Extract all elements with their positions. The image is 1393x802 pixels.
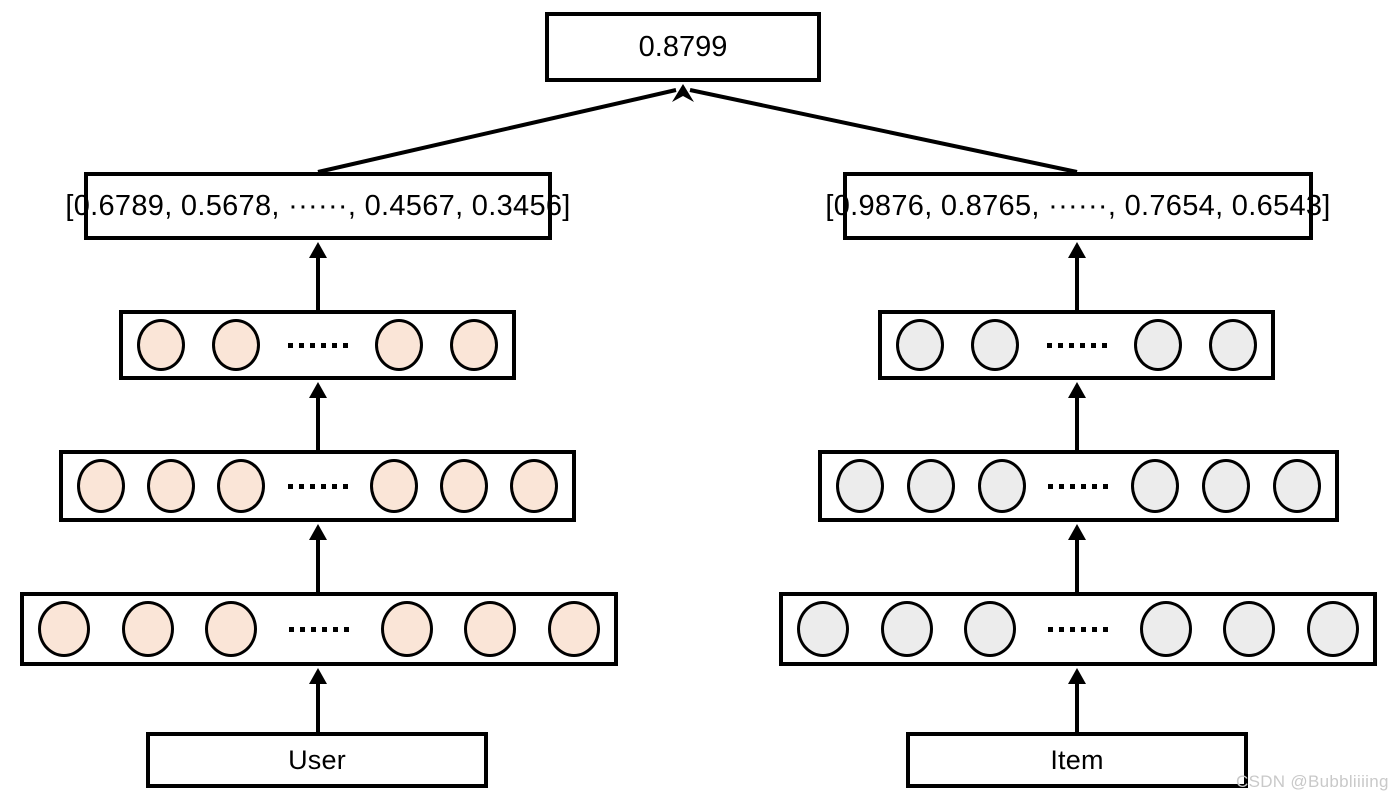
user-input-box: User bbox=[146, 732, 488, 788]
user-node bbox=[450, 319, 498, 371]
user-arrow-2-head bbox=[309, 382, 327, 398]
user-embedding-vector: [0.6789, 0.5678, ······, 0.4567, 0.3456] bbox=[65, 189, 571, 222]
item-input-box: Item bbox=[906, 732, 1248, 788]
item-node bbox=[880, 601, 933, 657]
user-node bbox=[464, 601, 517, 657]
user-node bbox=[439, 459, 488, 513]
item-layer-3 bbox=[878, 310, 1275, 380]
user-arrow-3-head bbox=[309, 242, 327, 258]
user-layer-2 bbox=[59, 450, 576, 522]
user-node bbox=[380, 601, 433, 657]
user-node bbox=[137, 319, 185, 371]
score-value: 0.8799 bbox=[638, 30, 728, 63]
user-layer-1 bbox=[20, 592, 618, 666]
item-node bbox=[1307, 601, 1360, 657]
item-node bbox=[977, 459, 1026, 513]
user-embedding-box: [0.6789, 0.5678, ······, 0.4567, 0.3456] bbox=[65, 172, 570, 240]
user-node bbox=[548, 601, 601, 657]
score-box: 0.8799 bbox=[545, 12, 821, 82]
user-node bbox=[121, 601, 174, 657]
user-node bbox=[212, 319, 261, 371]
item-arrow-2-head bbox=[1068, 382, 1086, 398]
item-node bbox=[964, 601, 1017, 657]
item-layer-3-ellipsis bbox=[1046, 342, 1107, 348]
user-layer-3 bbox=[119, 310, 516, 380]
item-arrow-1 bbox=[1075, 538, 1079, 594]
user-arrow-1 bbox=[316, 538, 320, 594]
item-input-label: Item bbox=[1050, 744, 1104, 775]
item-node bbox=[1209, 319, 1257, 371]
item-node bbox=[836, 459, 884, 513]
item-layer-2 bbox=[818, 450, 1339, 522]
item-node bbox=[906, 459, 955, 513]
item-node bbox=[971, 319, 1020, 371]
user-node bbox=[147, 459, 196, 513]
item-embedding-box: [0.9876, 0.8765, ······, 0.7654, 0.6543] bbox=[825, 172, 1330, 240]
item-node bbox=[1139, 601, 1192, 657]
item-node bbox=[1131, 459, 1180, 513]
item-node bbox=[797, 601, 849, 657]
item-node bbox=[1272, 459, 1321, 513]
watermark-text: CSDN @Bubbliiiing bbox=[1236, 772, 1389, 791]
item-layer-1-ellipsis bbox=[1048, 626, 1109, 632]
item-node bbox=[1202, 459, 1251, 513]
item-node bbox=[1223, 601, 1276, 657]
user-layer-2-ellipsis bbox=[287, 483, 348, 489]
item-layer-1 bbox=[779, 592, 1377, 666]
item-arrow-0 bbox=[1075, 682, 1079, 732]
user-node bbox=[77, 459, 125, 513]
user-arrow-0 bbox=[316, 682, 320, 732]
item-arrow-3-head bbox=[1068, 242, 1086, 258]
user-arrow-3 bbox=[316, 256, 320, 312]
item-arrow-0-head bbox=[1068, 668, 1086, 684]
item-embedding-vector: [0.9876, 0.8765, ······, 0.7654, 0.6543] bbox=[825, 189, 1331, 222]
user-node bbox=[38, 601, 90, 657]
item-layer-2-ellipsis bbox=[1048, 483, 1109, 489]
item-node bbox=[1133, 319, 1182, 371]
user-node bbox=[374, 319, 423, 371]
user-layer-1-ellipsis bbox=[289, 626, 350, 632]
item-arrow-2 bbox=[1075, 396, 1079, 452]
user-arrow-1-head bbox=[309, 524, 327, 540]
item-arrow-1-head bbox=[1068, 524, 1086, 540]
user-layer-3-ellipsis bbox=[287, 342, 348, 348]
user-node bbox=[510, 459, 559, 513]
user-input-label: User bbox=[288, 744, 346, 775]
user-node bbox=[205, 601, 258, 657]
user-node bbox=[217, 459, 266, 513]
user-arrow-2 bbox=[316, 396, 320, 452]
user-arrow-0-head bbox=[309, 668, 327, 684]
item-node bbox=[896, 319, 944, 371]
user-node bbox=[369, 459, 418, 513]
item-arrow-3 bbox=[1075, 256, 1079, 312]
